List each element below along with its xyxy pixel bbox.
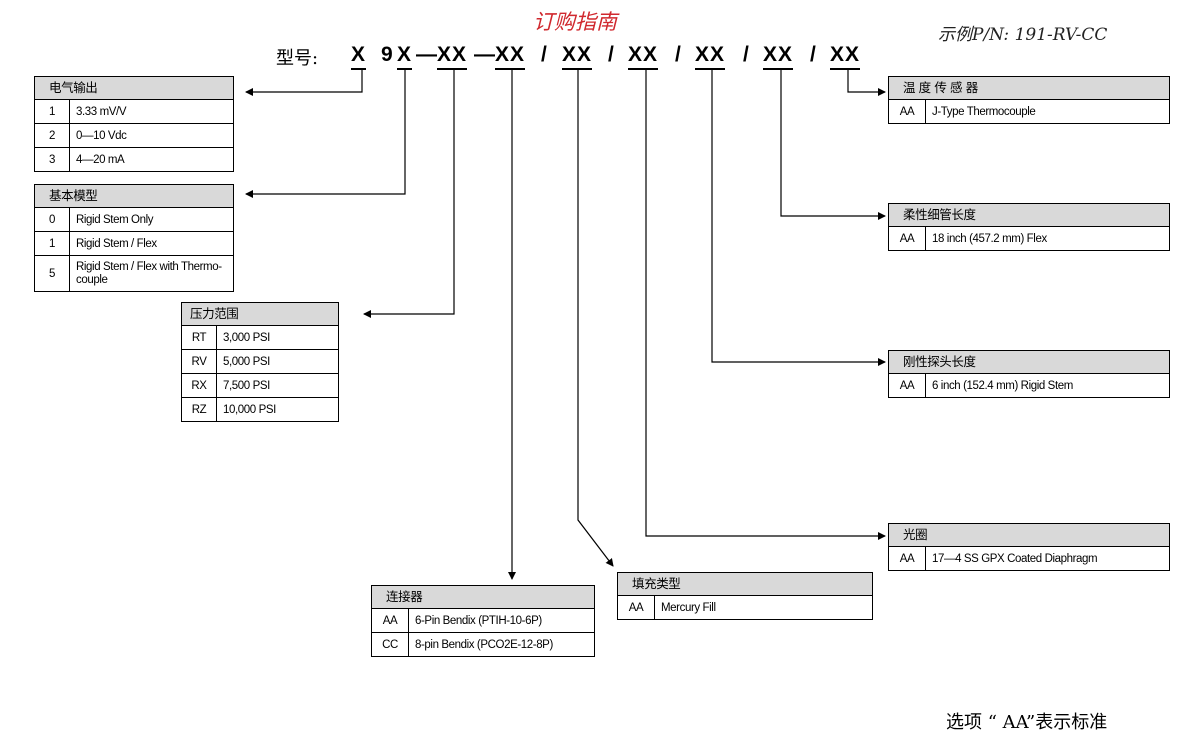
table-fill-type: 填充类型 AA Mercury Fill [617,572,873,620]
table-rigid-length: 刚性探头长度 AA 6 inch (152.4 mm) Rigid Stem [888,350,1170,398]
table-header: 温 度 传 感 器 [888,76,1170,100]
table-row: AA Mercury Fill [617,595,873,620]
table-row: RZ 10,000 PSI [181,397,339,422]
table-header: 压力范围 [181,302,339,326]
table-header: 连接器 [371,585,595,609]
option-code: RX [181,373,217,398]
option-code: 5 [34,255,70,292]
option-code: AA [888,373,926,398]
example-part-number: 示例P/N: 191-RV-CC [938,25,1108,45]
line-basic-model [245,70,406,198]
table-row: 1 3.33 mV/V [34,99,234,124]
table-row: 3 4—20 mA [34,147,234,172]
option-description: Rigid Stem Only [69,207,234,232]
table-connector: 连接器 AA 6-Pin Bendix (PTIH-10-6P) CC 8-pi… [371,585,595,657]
code-electrical-output: X [351,42,367,70]
table-electrical-output: 电气输出 1 3.33 mV/V 2 0—10 Vdc 3 4—20 mA [34,76,234,172]
page-title: 订购指南 [533,10,617,34]
code-rigid-length: XX [695,42,726,70]
option-description: 7,500 PSI [216,373,339,398]
code-slash: / [743,43,750,66]
line-flex-length [780,70,886,220]
table-header: 柔性细管长度 [888,203,1170,227]
table-row: 1 Rigid Stem / Flex [34,231,234,256]
table-row: AA 6-Pin Bendix (PTIH-10-6P) [371,608,595,633]
table-row: AA J-Type Thermocouple [888,99,1170,124]
option-code: 0 [34,207,70,232]
option-description: Rigid Stem / Flex with Thermo-couple [69,255,234,292]
option-description: 17—4 SS GPX Coated Diaphragm [925,546,1170,571]
table-aperture: 光圈 AA 17—4 SS GPX Coated Diaphragm [888,523,1170,571]
model-label: 型号: [276,48,319,69]
option-code: 2 [34,123,70,148]
option-description: 0—10 Vdc [69,123,234,148]
option-description: 6-Pin Bendix (PTIH-10-6P) [408,608,595,633]
option-description: J-Type Thermocouple [925,99,1170,124]
code-dash: — [474,43,496,66]
code-flex-length: XX [763,42,794,70]
table-row: AA 17—4 SS GPX Coated Diaphragm [888,546,1170,571]
code-slash: / [541,43,548,66]
line-temperature-sensor [847,70,886,96]
option-code: CC [371,632,409,657]
table-row: RT 3,000 PSI [181,325,339,350]
code-fill-type: XX [562,42,593,70]
table-row: AA 6 inch (152.4 mm) Rigid Stem [888,373,1170,398]
table-header: 填充类型 [617,572,873,596]
table-row: 0 Rigid Stem Only [34,207,234,232]
option-description: 3,000 PSI [216,325,339,350]
line-rigid-length [711,70,886,366]
option-code: RZ [181,397,217,422]
table-row: RV 5,000 PSI [181,349,339,374]
line-electrical-output [245,70,363,96]
option-code: 3 [34,147,70,172]
table-flex-length: 柔性细管长度 AA 18 inch (457.2 mm) Flex [888,203,1170,251]
code-dash: — [416,43,438,66]
table-temperature-sensor: 温 度 传 感 器 AA J-Type Thermocouple [888,76,1170,124]
table-row: CC 8-pin Bendix (PCO2E-12-8P) [371,632,595,657]
code-connector: XX [495,42,526,70]
option-code: AA [617,595,655,620]
table-row: 5 Rigid Stem / Flex with Thermo-couple [34,255,234,292]
code-nine: 9 [381,43,394,66]
line-pressure-range [363,70,455,318]
option-code: RT [181,325,217,350]
option-code: AA [371,608,409,633]
code-aperture: XX [628,42,659,70]
table-row: AA 18 inch (457.2 mm) Flex [888,226,1170,251]
option-description: Mercury Fill [654,595,873,620]
table-row: RX 7,500 PSI [181,373,339,398]
code-slash: / [608,43,615,66]
code-slash: / [810,43,817,66]
option-description: 5,000 PSI [216,349,339,374]
option-description: 6 inch (152.4 mm) Rigid Stem [925,373,1170,398]
table-pressure-range: 压力范围 RT 3,000 PSI RV 5,000 PSI RX 7,500 … [181,302,339,422]
option-code: AA [888,226,926,251]
option-description: 8-pin Bendix (PCO2E-12-8P) [408,632,595,657]
table-header: 刚性探头长度 [888,350,1170,374]
option-code: AA [888,99,926,124]
line-fill-type [577,70,614,567]
table-header: 基本模型 [34,184,234,208]
option-description: 3.33 mV/V [69,99,234,124]
option-description: 10,000 PSI [216,397,339,422]
code-basic-model: X [397,42,413,70]
option-description: 18 inch (457.2 mm) Flex [925,226,1170,251]
table-header: 光圈 [888,523,1170,547]
table-row: 2 0—10 Vdc [34,123,234,148]
code-slash: / [675,43,682,66]
option-code: 1 [34,99,70,124]
code-pressure-range: XX [437,42,468,70]
option-code: 1 [34,231,70,256]
code-temperature-sensor: XX [830,42,861,70]
line-aperture [645,70,886,540]
option-code: RV [181,349,217,374]
footer-note: 选项 “ AA”表示标准 [946,712,1108,733]
option-description: 4—20 mA [69,147,234,172]
table-header: 电气输出 [34,76,234,100]
table-basic-model: 基本模型 0 Rigid Stem Only 1 Rigid Stem / Fl… [34,184,234,292]
option-code: AA [888,546,926,571]
option-description: Rigid Stem / Flex [69,231,234,256]
